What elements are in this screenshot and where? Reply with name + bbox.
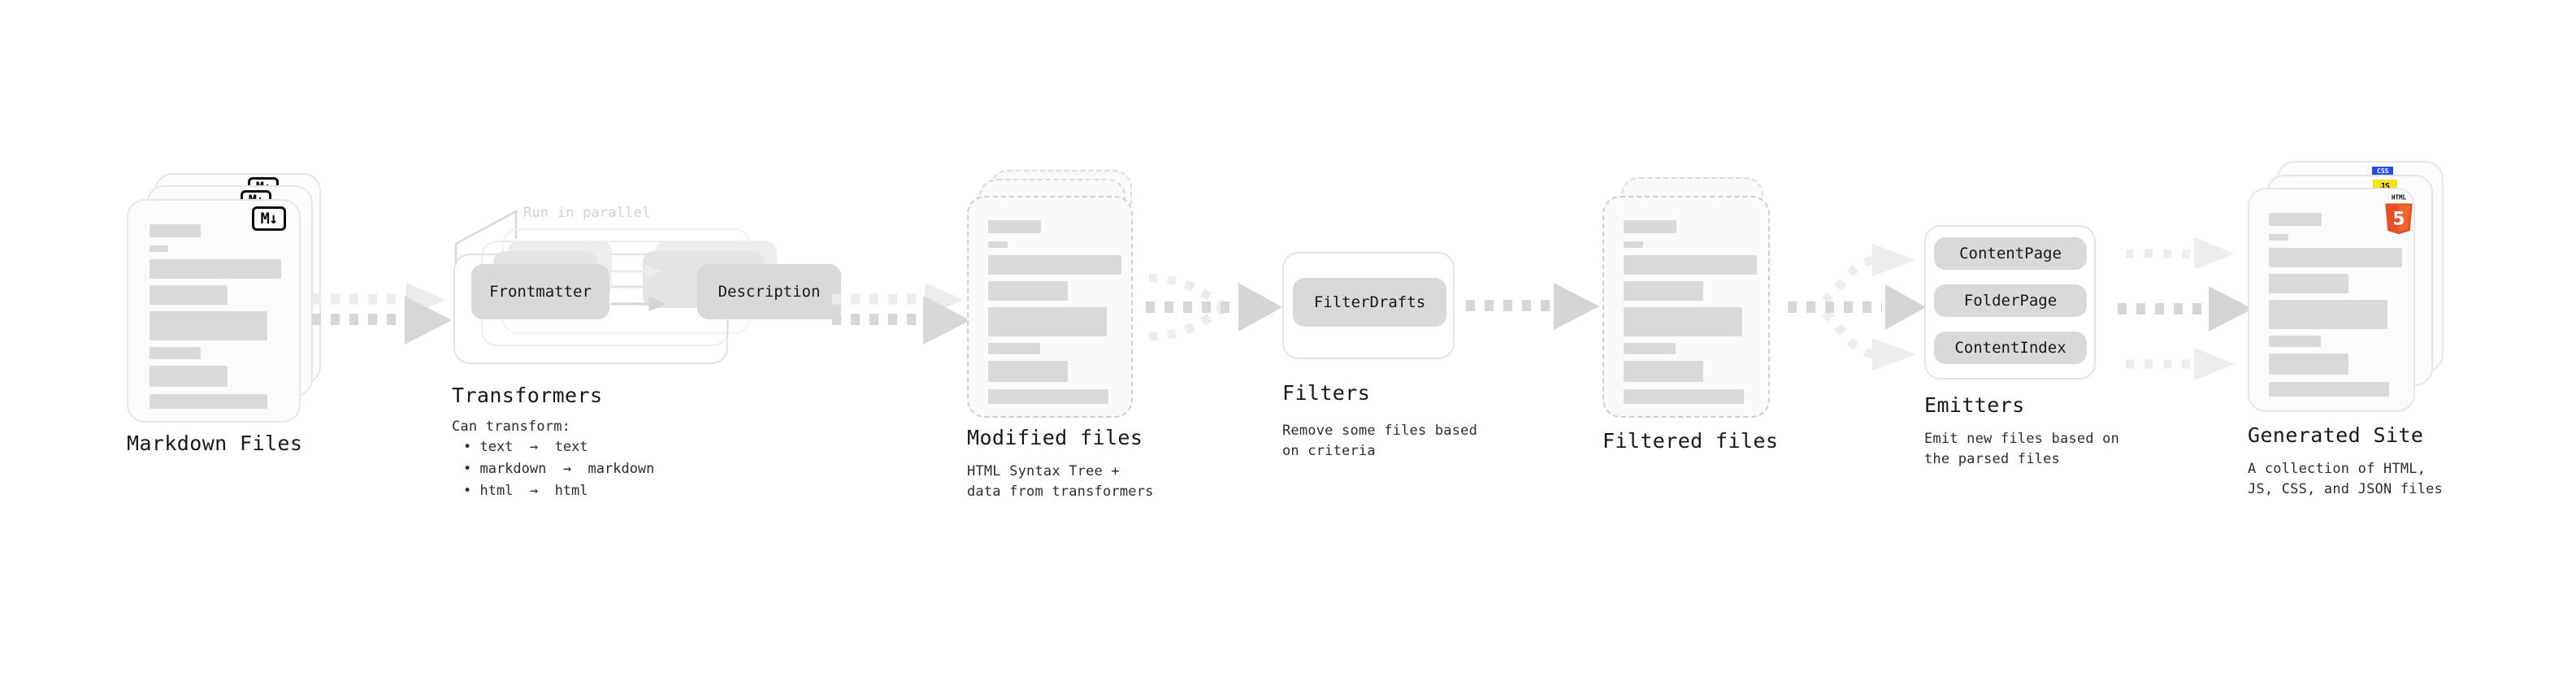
caption-filters: Filters [1282,381,1371,405]
caption-generated-site: Generated Site [2248,423,2424,447]
arrow-head-top [2194,237,2235,270]
skeleton-bar [150,347,201,359]
subcaption-transformers: Can transform: [452,419,571,435]
skeleton-bar [988,241,1008,248]
caption-emitters: Emitters [1924,393,2025,417]
site-card-front [2248,188,2415,412]
skeleton-bar [2269,336,2321,347]
run-in-parallel-label: Run in parallel [523,205,651,221]
skeleton-bar [2269,300,2387,329]
markdown-badge-front: M↓ [252,206,286,231]
html5-badge: HTML 5 [2385,193,2413,235]
arrow-head [923,296,970,345]
emitters-pill-contentpage[interactable]: ContentPage [1934,237,2087,270]
skeleton-bar [2269,248,2402,267]
emitters-pill-folderpage[interactable]: FolderPage [1934,284,2087,317]
caption-transformers: Transformers [452,384,603,407]
css-badge: CSS [2372,167,2394,177]
run-in-parallel-bracket [454,209,518,265]
skeleton-bar [150,366,228,387]
emitters-group-box [1924,225,2096,380]
transformers-bullet-2: • markdown → markdown [463,461,655,477]
fan-branch-bottom [1806,302,1876,359]
skeleton-bar [1624,389,1744,404]
subcaption-generated-site: A collection of HTML, JS, CSS, and JSON … [2248,461,2444,497]
filters-group-box [1282,252,1455,359]
connector-markdown-to-transformers [312,283,452,345]
skeleton-bar [988,389,1108,404]
skeleton-bar [988,361,1068,382]
subcaption-filters: Remove some files based on criteria [1282,423,1478,459]
arrow-head [405,296,452,345]
skeleton-bar [150,224,201,237]
arrow-head-bottom [1872,338,1916,371]
skeleton-bar [988,281,1068,301]
transformer-pill-frontmatter[interactable]: Frontmatter [471,264,609,319]
skeleton-bar [1624,361,1703,382]
skeleton-bar [1624,343,1676,354]
connector-filters-to-filtered [1466,283,1599,330]
subcaption-emitters: Emit new files based on the parsed files [1924,431,2120,467]
skeleton-bar [150,285,228,305]
arrow-head-bottom [2194,348,2235,380]
skeleton-bar [1624,241,1643,248]
skeleton-bar [150,311,267,340]
connector-transformers-to-modified [832,283,970,345]
connector-modified-to-filters [1146,273,1282,341]
merge-branch-bottom [1148,303,1228,341]
html5-shield-number: 5 [2392,209,2405,229]
inner-arrow-head-1 [645,264,661,279]
skeleton-bar [2269,234,2288,241]
skeleton-bar [150,394,267,409]
arrow-head [1238,283,1282,332]
emitters-pill-contentindex[interactable]: ContentIndex [1934,332,2087,364]
merge-branch-top [1148,273,1228,311]
caption-modified-files: Modified files [967,426,1143,449]
arrow-head-top [1872,244,1916,276]
skeleton-bar [150,245,168,252]
transformers-bullet-3: • html → html [463,483,588,499]
filtered-card-front [1602,196,1770,418]
skeleton-bar [988,343,1040,354]
bracket-path [454,209,518,265]
markdown-card-front [127,199,301,423]
subcaption-modified-files: HTML Syntax Tree + data from transformer… [967,463,1154,500]
skeleton-bar [2269,213,2322,226]
skeleton-bar [988,220,1041,233]
html5-shield-inner [2399,205,2410,232]
caption-filtered-files: Filtered files [1602,429,1779,453]
inner-arrow-head-3 [648,296,666,312]
skeleton-bar [150,259,281,279]
transformer-inner-arrows [611,264,666,312]
arrow-head-middle [2209,286,2253,332]
fan-branch-top [1806,255,1876,312]
skeleton-bar [2269,382,2389,397]
inner-arrow-head-2 [645,280,661,294]
skeleton-bar [988,307,1107,336]
transformer-pill-description[interactable]: Description [697,264,841,319]
caption-markdown-files: Markdown Files [127,432,303,455]
modified-card-front [967,196,1133,418]
skeleton-bar [988,255,1121,275]
arrow-head-middle [1885,284,1926,330]
skeleton-bar [1624,220,1676,233]
arrow-head [1554,283,1599,330]
skeleton-bar [1624,255,1757,275]
html5-badge-word: HTML [2392,193,2407,201]
skeleton-bar [1624,281,1703,301]
skeleton-bar [2269,354,2348,375]
skeleton-bar [1624,307,1742,336]
skeleton-bar [2269,274,2348,293]
connector-emitters-to-site [2118,237,2253,380]
filters-pill-filterdrafts[interactable]: FilterDrafts [1293,278,1446,327]
connector-filtered-to-emitters [1788,244,1926,371]
transformers-bullet-1: • text → text [463,439,588,455]
